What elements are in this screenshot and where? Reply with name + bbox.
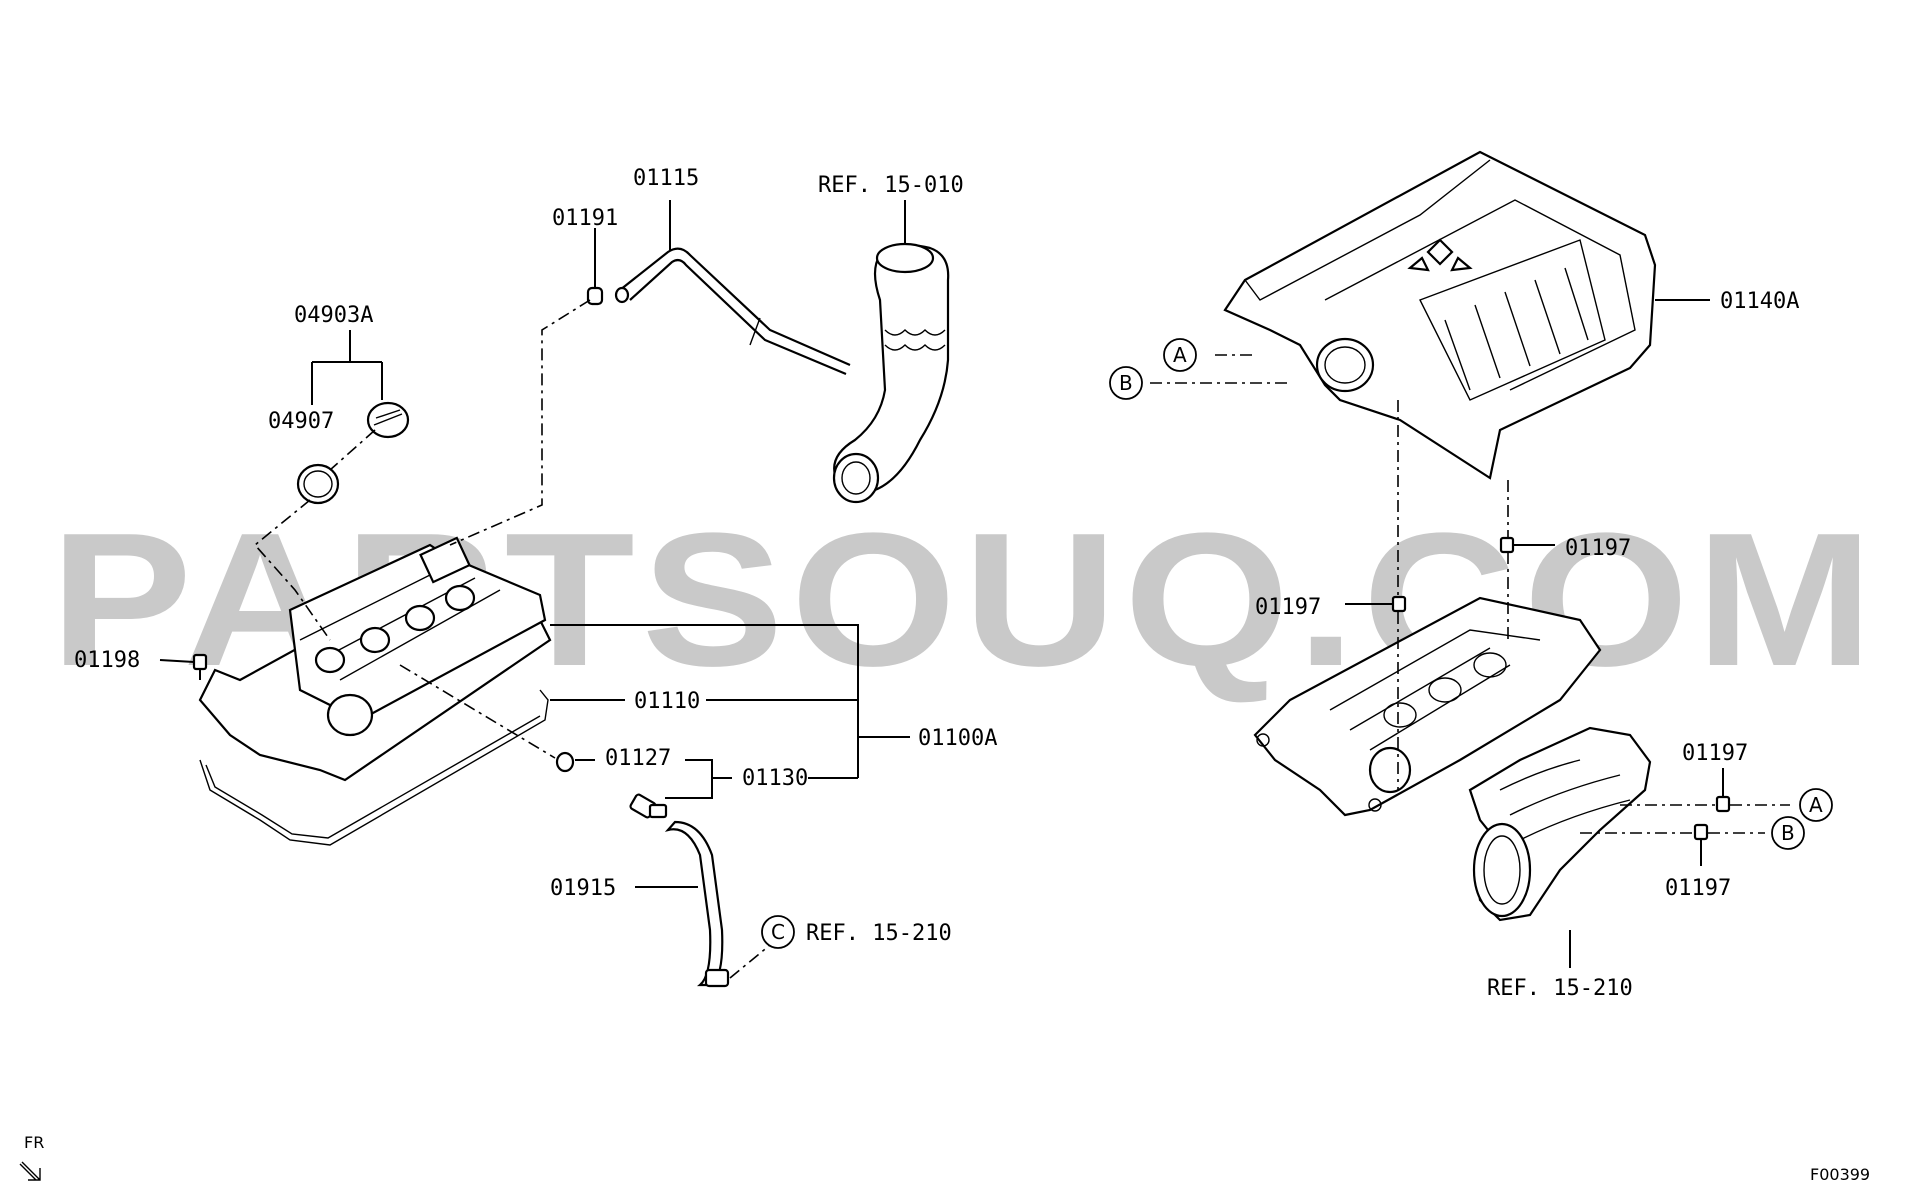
o-ring-01127[interactable]	[555, 751, 575, 773]
bracket-01130	[575, 759, 732, 799]
assembly-line-oring	[399, 664, 556, 759]
label-01198[interactable]: 01198	[74, 648, 140, 673]
label-01130[interactable]: 01130	[742, 766, 808, 791]
label-01197-left[interactable]: 01197	[1255, 595, 1321, 620]
hose-01915[interactable]	[664, 820, 730, 988]
air-intake-hose[interactable]	[832, 242, 950, 504]
pcv-valve-01130[interactable]	[629, 793, 668, 819]
rocker-cover[interactable]	[198, 536, 552, 782]
pcv-hose-01115[interactable]	[614, 247, 851, 376]
callout-a-manifold[interactable]	[1799, 788, 1833, 822]
label-01915[interactable]: 01915	[550, 876, 616, 901]
label-01140A[interactable]: 01140A	[1720, 289, 1799, 314]
callout-b-manifold-letter: B	[1781, 821, 1795, 845]
label-01197-manifold-b[interactable]: 01197	[1665, 876, 1731, 901]
callout-b-manifold[interactable]	[1771, 816, 1805, 850]
assembly-line-clip	[449, 299, 591, 546]
callout-b-top-letter: B	[1119, 371, 1133, 395]
label-01110[interactable]: 01110	[634, 689, 700, 714]
label-01115[interactable]: 01115	[633, 166, 699, 191]
bracket-04903A	[311, 330, 383, 405]
intake-manifold[interactable]	[1468, 726, 1652, 922]
assembly-line-cap	[329, 429, 376, 471]
label-01197-manifold-a[interactable]: 01197	[1682, 741, 1748, 766]
oil-filler-gasket[interactable]	[296, 463, 340, 505]
rocker-cover-gasket[interactable]	[199, 689, 549, 846]
label-ref-15-210-manifold[interactable]: REF. 15-210	[1487, 976, 1633, 1001]
front-direction-arrow-icon	[19, 1161, 41, 1181]
bolt-01197-manifold-a[interactable]	[1715, 795, 1731, 813]
bolt-01197-left[interactable]	[1391, 595, 1407, 613]
engine-cover[interactable]	[1223, 150, 1657, 480]
callout-b-top[interactable]	[1109, 366, 1143, 400]
callout-c-letter: C	[771, 920, 785, 944]
label-01100A[interactable]: 01100A	[918, 726, 997, 751]
label-ref-15-010[interactable]: REF. 15-010	[818, 173, 964, 198]
label-01191[interactable]: 01191	[552, 206, 618, 231]
assembly-line-gasket	[253, 499, 331, 641]
bolt-01197-manifold-b[interactable]	[1693, 823, 1709, 841]
rocker-cover-installed[interactable]	[1253, 596, 1602, 817]
bracket-01100A	[550, 624, 910, 779]
assembly-line-hose-c	[729, 944, 771, 979]
callout-c[interactable]	[761, 915, 795, 949]
label-ref-15-210-c[interactable]: REF. 15-210	[806, 921, 952, 946]
diagram-code: F00399	[1810, 1165, 1870, 1184]
label-01197-top[interactable]: 01197	[1565, 536, 1631, 561]
label-01127[interactable]: 01127	[605, 746, 671, 771]
callout-a-top[interactable]	[1163, 338, 1197, 372]
callout-a-manifold-letter: A	[1809, 793, 1823, 817]
label-04907[interactable]: 04907	[268, 409, 334, 434]
callout-a-top-letter: A	[1173, 343, 1187, 367]
bolt-01197-top[interactable]	[1499, 536, 1515, 554]
clip-01191[interactable]	[586, 286, 604, 306]
leader-01198	[159, 659, 195, 663]
orientation-mark: FR	[24, 1133, 44, 1152]
label-04903A[interactable]: 04903A	[294, 303, 373, 328]
oil-filler-cap[interactable]	[366, 401, 410, 439]
